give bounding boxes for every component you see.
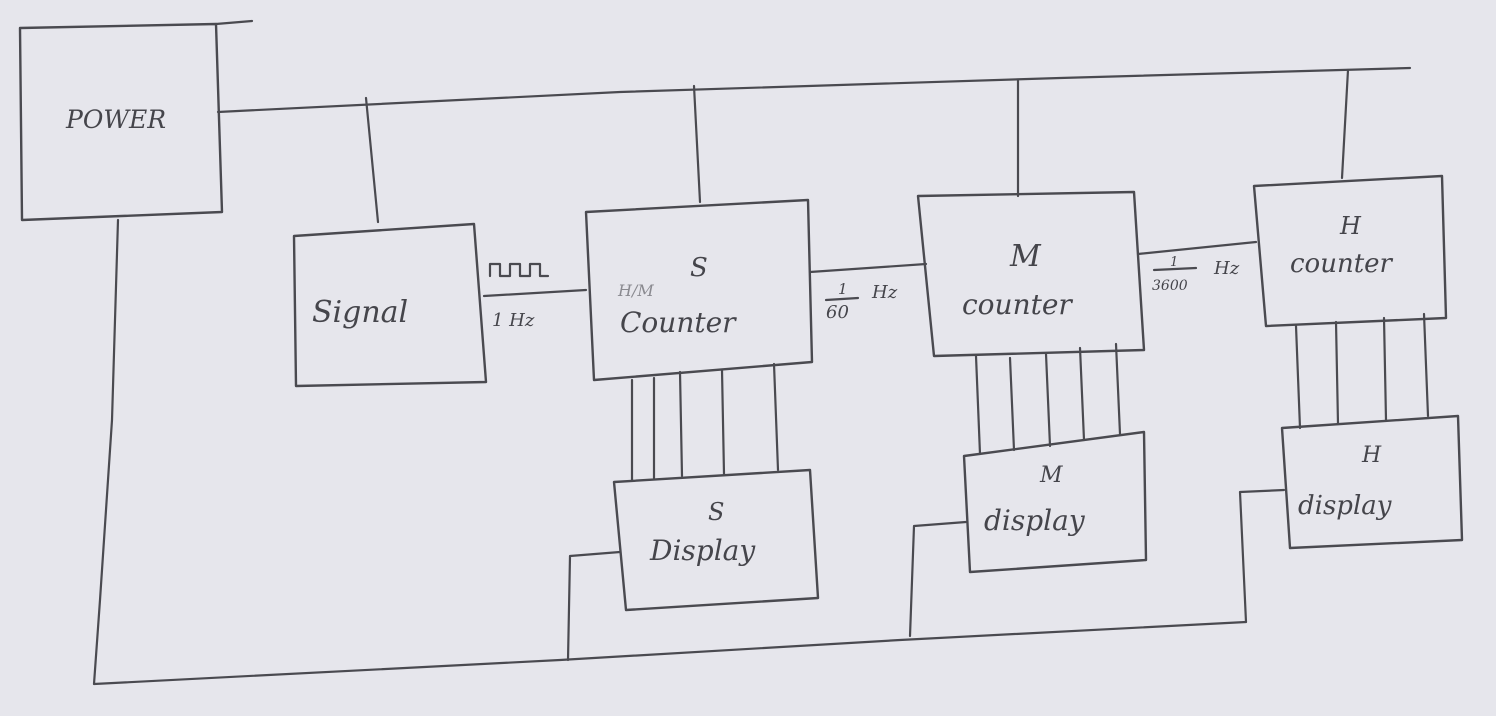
m-to-h-numerator: 1	[1170, 255, 1178, 270]
signal-to-s-line	[482, 288, 588, 298]
fraction-bar-3600	[1152, 266, 1198, 272]
m-display-word: display	[984, 504, 1086, 537]
s-counter-block	[584, 198, 814, 382]
signal-block	[292, 222, 488, 388]
m-counter-letter: M	[1009, 239, 1042, 274]
s-to-m-unit: Hz	[871, 282, 898, 303]
h-counter-block	[1252, 174, 1448, 328]
power-ground-return	[92, 218, 1248, 686]
rail-drop-s-counter	[692, 84, 702, 204]
fraction-bar-60	[824, 296, 860, 302]
h-counter-letter: H	[1339, 212, 1362, 240]
m-to-h-unit: Hz	[1213, 258, 1240, 279]
h-counter-display-bus	[1294, 312, 1430, 430]
power-label: POWER	[65, 105, 166, 134]
s-display-word: Display	[649, 534, 756, 567]
h-display-word: display	[1298, 491, 1392, 521]
ground-to-h-display	[1238, 488, 1286, 624]
signal-freq-label: 1 Hz	[492, 310, 535, 331]
m-display-letter: M	[1039, 463, 1063, 488]
m-to-h-denominator: 3600	[1152, 278, 1188, 294]
power-top-stub	[214, 19, 254, 26]
power-block	[18, 22, 224, 222]
m-counter-word: counter	[962, 288, 1073, 321]
h-display-letter: H	[1361, 443, 1382, 468]
s-to-m-line	[808, 262, 928, 274]
ground-to-m-display	[908, 520, 968, 638]
square-wave-icon	[488, 262, 550, 278]
ground-to-s-display	[566, 550, 622, 662]
signal-label: Signal	[312, 295, 408, 330]
m-to-h-line	[1136, 240, 1258, 256]
power-top-rail	[216, 66, 1412, 114]
s-to-m-numerator: 1	[838, 280, 848, 298]
s-display-letter: S	[708, 498, 724, 526]
h-counter-word: counter	[1290, 249, 1394, 279]
s-counter-word: Counter	[620, 306, 737, 339]
s-to-m-denominator: 60	[826, 302, 849, 323]
s-counter-scribble: H/M	[617, 281, 654, 300]
m-counter-display-bus	[974, 342, 1122, 456]
s-counter-display-bus	[630, 362, 780, 482]
s-counter-letter: S	[690, 253, 708, 283]
s-display-block	[612, 468, 820, 612]
rail-drop-h-counter	[1340, 68, 1350, 180]
rail-drop-signal	[364, 96, 380, 224]
h-display-block	[1280, 414, 1464, 550]
m-counter-block	[916, 190, 1146, 358]
